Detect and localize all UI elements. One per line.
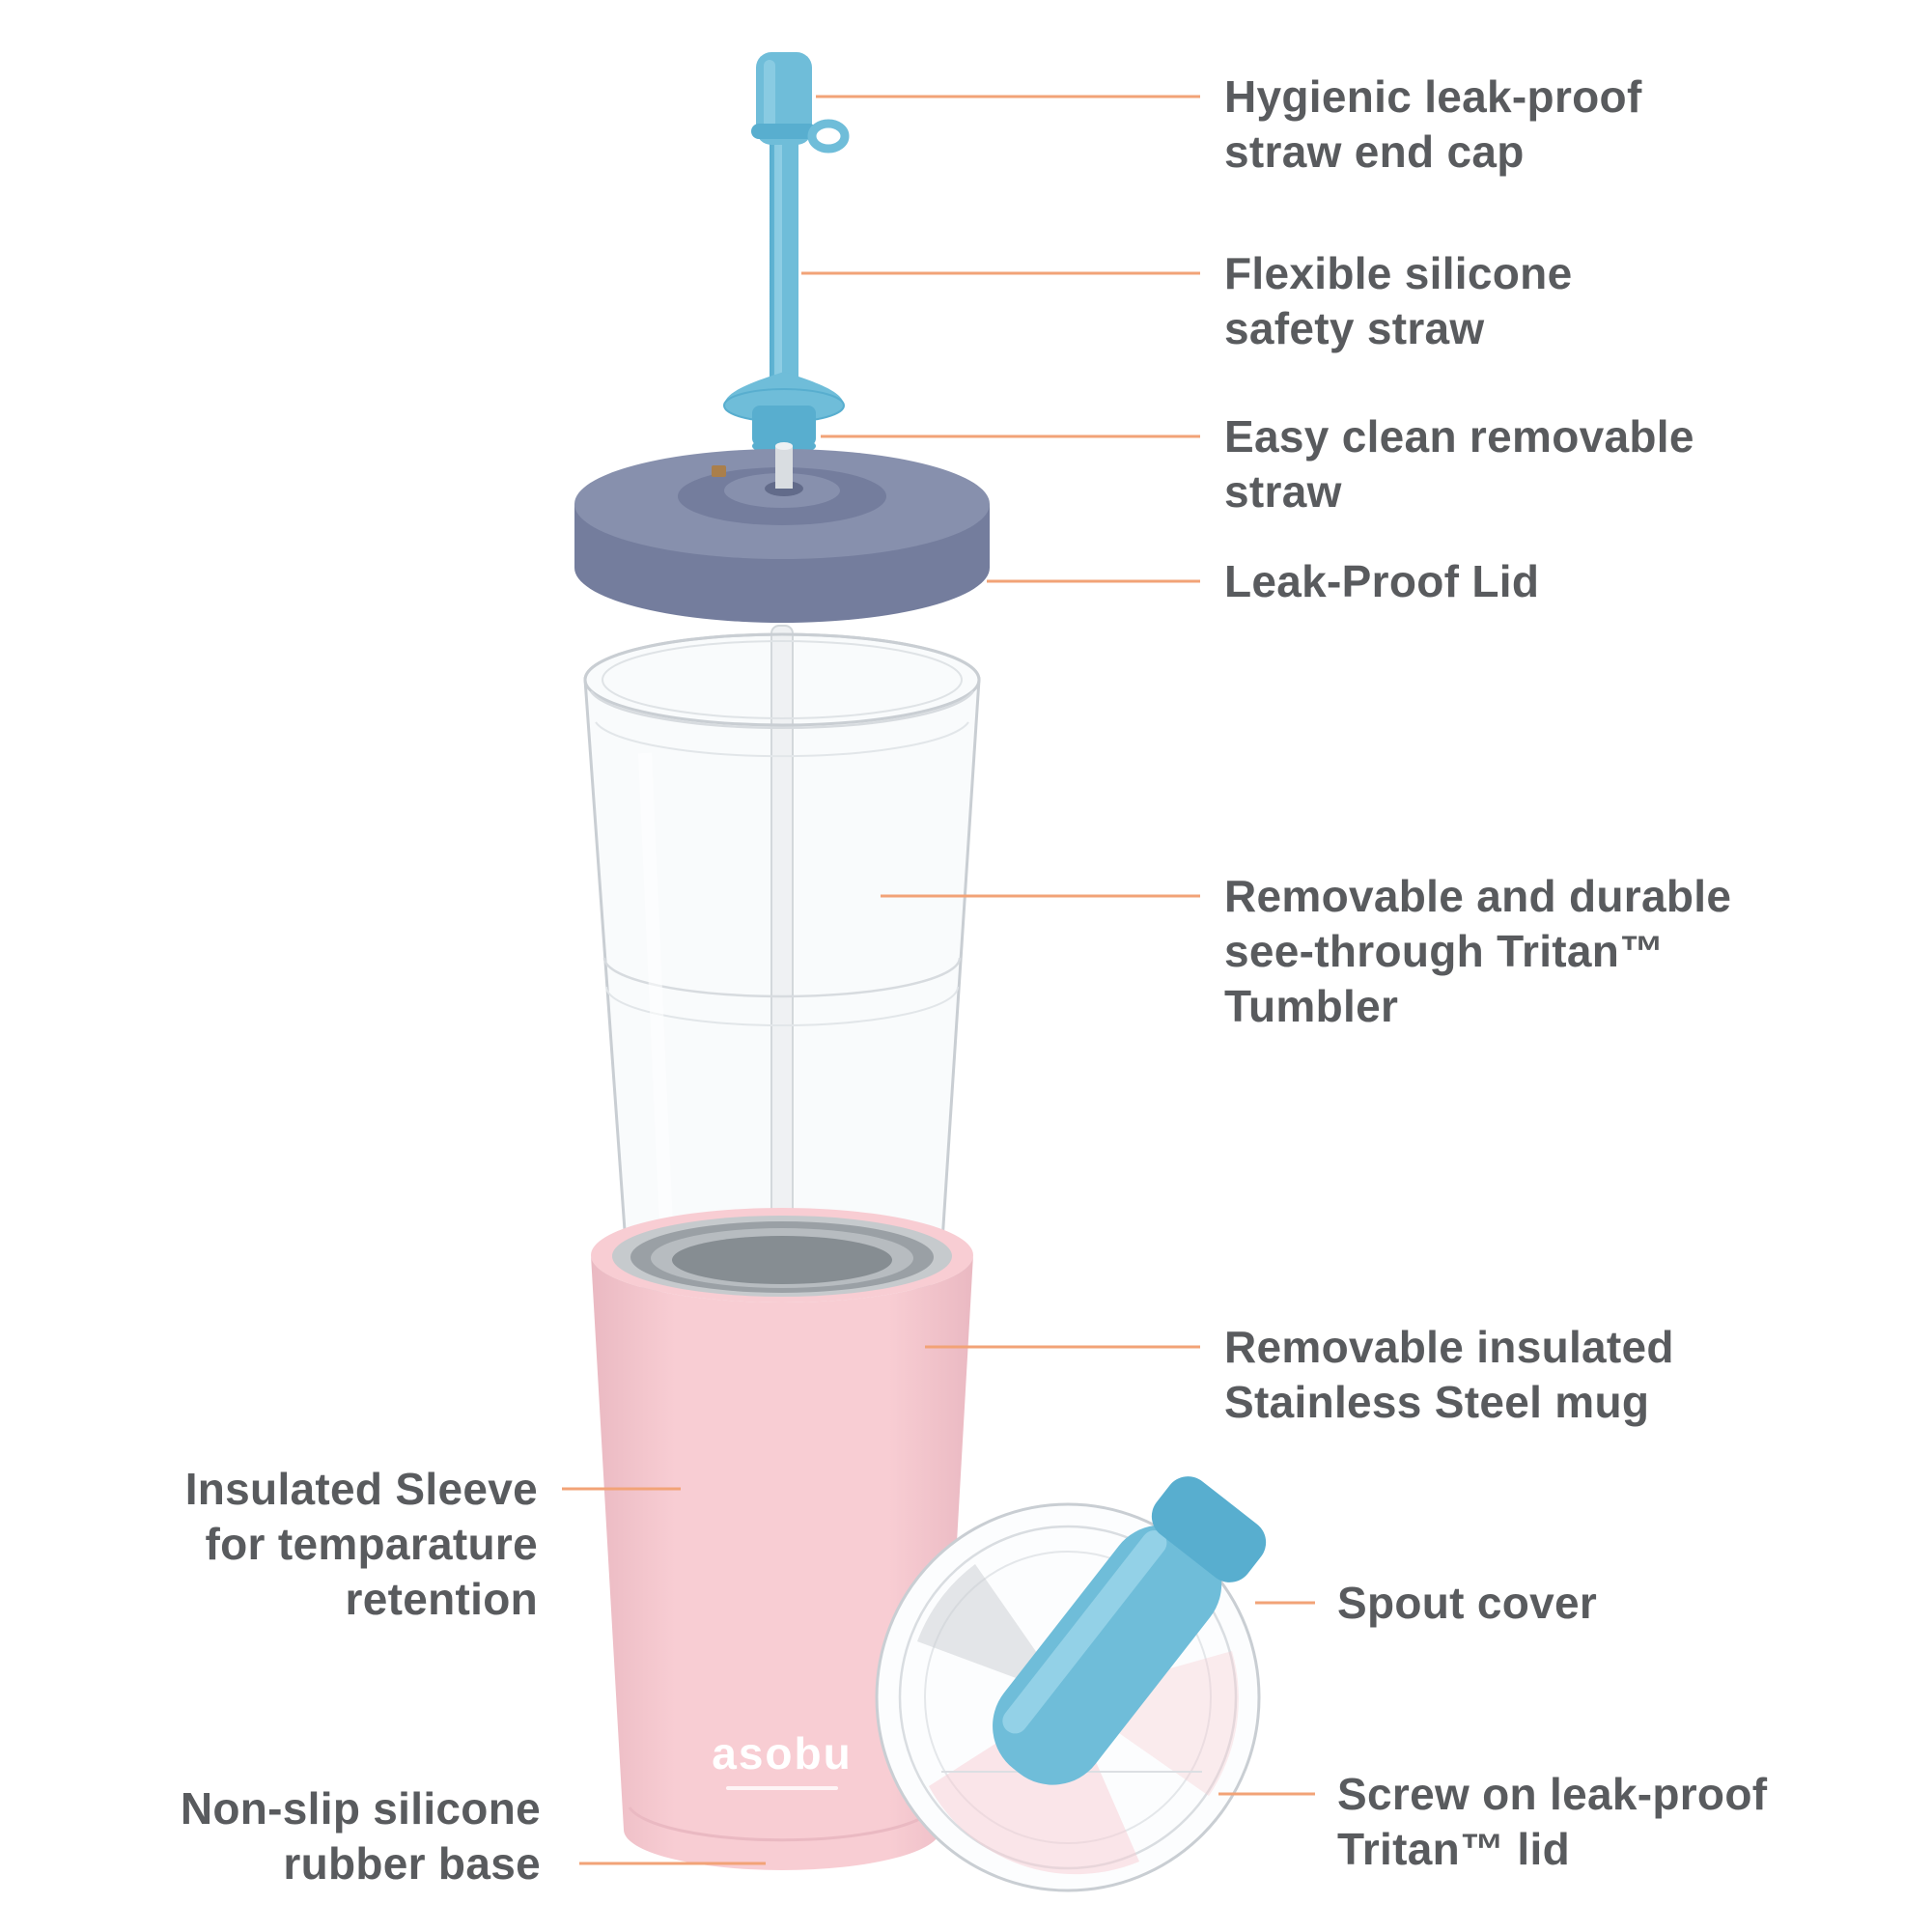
leader-lines: [562, 95, 1315, 1865]
callout-line: safety straw: [1224, 303, 1485, 353]
tritan-screw-lid: [875, 1476, 1267, 1892]
callout-straw-end-cap: Hygienic leak-proof straw end cap: [1224, 70, 1642, 180]
straw-stub: [775, 446, 793, 489]
spout-cover: [993, 1525, 1222, 1785]
callout-line: Screw on leak-proof: [1337, 1769, 1768, 1819]
callout-line: Tritan™ lid: [1337, 1824, 1570, 1874]
callout-rubber-base: Non-slip silicone rubber base: [181, 1781, 541, 1891]
straw-end-cap: [756, 52, 812, 145]
callout-leak-proof-lid: Leak-Proof Lid: [1224, 554, 1539, 609]
callout-line: Insulated Sleeve: [184, 1464, 538, 1514]
callout-line: Removable and durable: [1224, 871, 1732, 921]
callout-line: rubber base: [283, 1838, 541, 1889]
callout-line: Non-slip silicone: [180, 1783, 541, 1834]
callout-line: Tumbler: [1224, 981, 1399, 1031]
callout-line: Stainless Steel mug: [1224, 1377, 1650, 1427]
tritan-tumbler: [583, 625, 981, 1309]
callout-line: retention: [345, 1574, 538, 1624]
callout-line: straw end cap: [1224, 126, 1525, 177]
rubber-base-line: [628, 1806, 937, 1842]
callout-line: Spout cover: [1337, 1578, 1598, 1628]
straw-tether-clip-icon: [751, 119, 850, 154]
callout-line: see-through Tritan™: [1224, 926, 1665, 976]
lid-emblem-icon: [712, 465, 726, 477]
callout-spout-cover: Spout cover: [1337, 1576, 1597, 1631]
callout-tritan-lid: Screw on leak-proof Tritan™ lid: [1337, 1767, 1767, 1877]
callout-line: Leak-Proof Lid: [1224, 556, 1540, 606]
spout-cover-tab: [1151, 1476, 1267, 1582]
callout-line: Easy clean removable: [1224, 411, 1694, 462]
callout-line: for temparature: [205, 1519, 538, 1569]
brand-tagline-mark: [726, 1786, 838, 1790]
callout-tritan-tumbler: Removable and durable see-through Tritan…: [1224, 869, 1731, 1034]
callout-steel-mug: Removable insulated Stainless Steel mug: [1224, 1320, 1674, 1430]
leak-proof-lid: [574, 449, 990, 623]
callout-removable-straw: Easy clean removable straw: [1224, 409, 1694, 519]
callout-line: Removable insulated: [1224, 1322, 1674, 1372]
callout-line: Hygienic leak-proof: [1224, 71, 1642, 122]
brand-logo: asobu: [712, 1728, 852, 1778]
straw-stub-top: [775, 442, 793, 450]
callout-insulated-sleeve: Insulated Sleeve for temparature retenti…: [185, 1462, 538, 1627]
callout-line: straw: [1224, 466, 1342, 517]
callout-line: Flexible silicone: [1224, 248, 1573, 298]
silicone-straw: [770, 116, 798, 388]
callout-silicone-straw: Flexible silicone safety straw: [1224, 246, 1572, 356]
